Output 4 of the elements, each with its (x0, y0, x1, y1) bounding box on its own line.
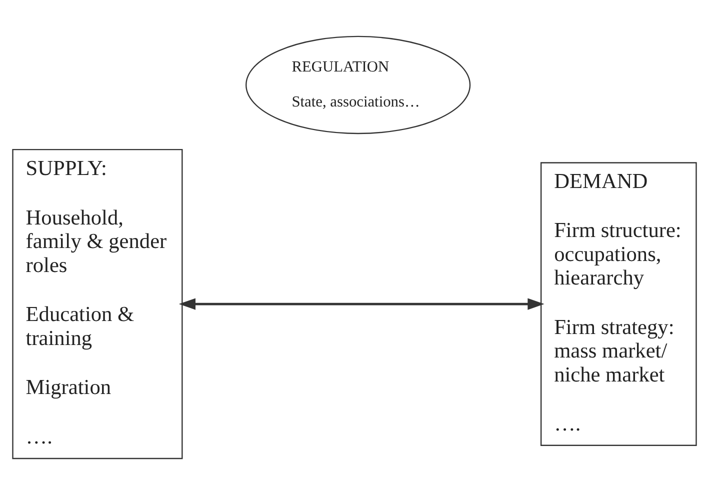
node-ellipse: REGULATION State, associations… (246, 36, 471, 134)
arrow (178, 298, 544, 310)
node-box: SUPPLY: Household, family & gender roles Education & training Migration …. (12, 148, 183, 460)
node-box: DEMAND Firm structure: occupations, hieararchy Firm strategy: mass market/ niche market …. (540, 162, 697, 446)
